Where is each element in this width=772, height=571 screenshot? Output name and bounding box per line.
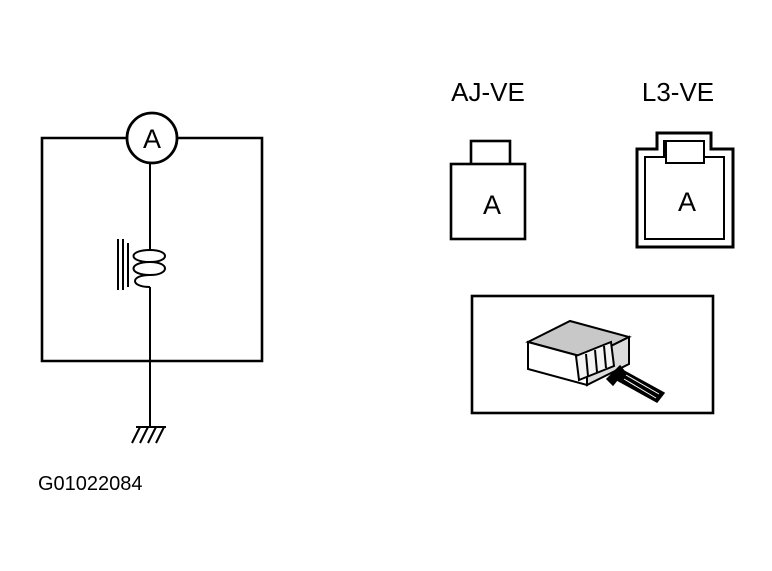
connector-model-label-l3-ve: L3-VE xyxy=(642,77,714,107)
solenoid-coil-icon xyxy=(117,239,166,290)
figure-code: G01022084 xyxy=(38,473,143,495)
location-pointer-arrow-icon xyxy=(605,364,666,403)
test-circuit xyxy=(40,111,264,444)
location-inset xyxy=(470,294,715,415)
connector-pin-label-l3-ve: A xyxy=(678,187,696,217)
ammeter-label: A xyxy=(143,124,161,154)
circuit-loop-wire xyxy=(40,136,264,363)
connector-face-l3-ve xyxy=(635,131,735,249)
connector-model-label-aj-ve: AJ-VE xyxy=(451,77,525,107)
ammeter-symbol xyxy=(125,111,179,165)
arrow-hatch xyxy=(623,374,660,399)
ground-symbol-icon xyxy=(131,426,166,444)
connector-face-aj-ve xyxy=(449,139,527,241)
connector-pin-label-aj-ve: A xyxy=(483,190,501,220)
component-module-icon xyxy=(525,319,632,387)
